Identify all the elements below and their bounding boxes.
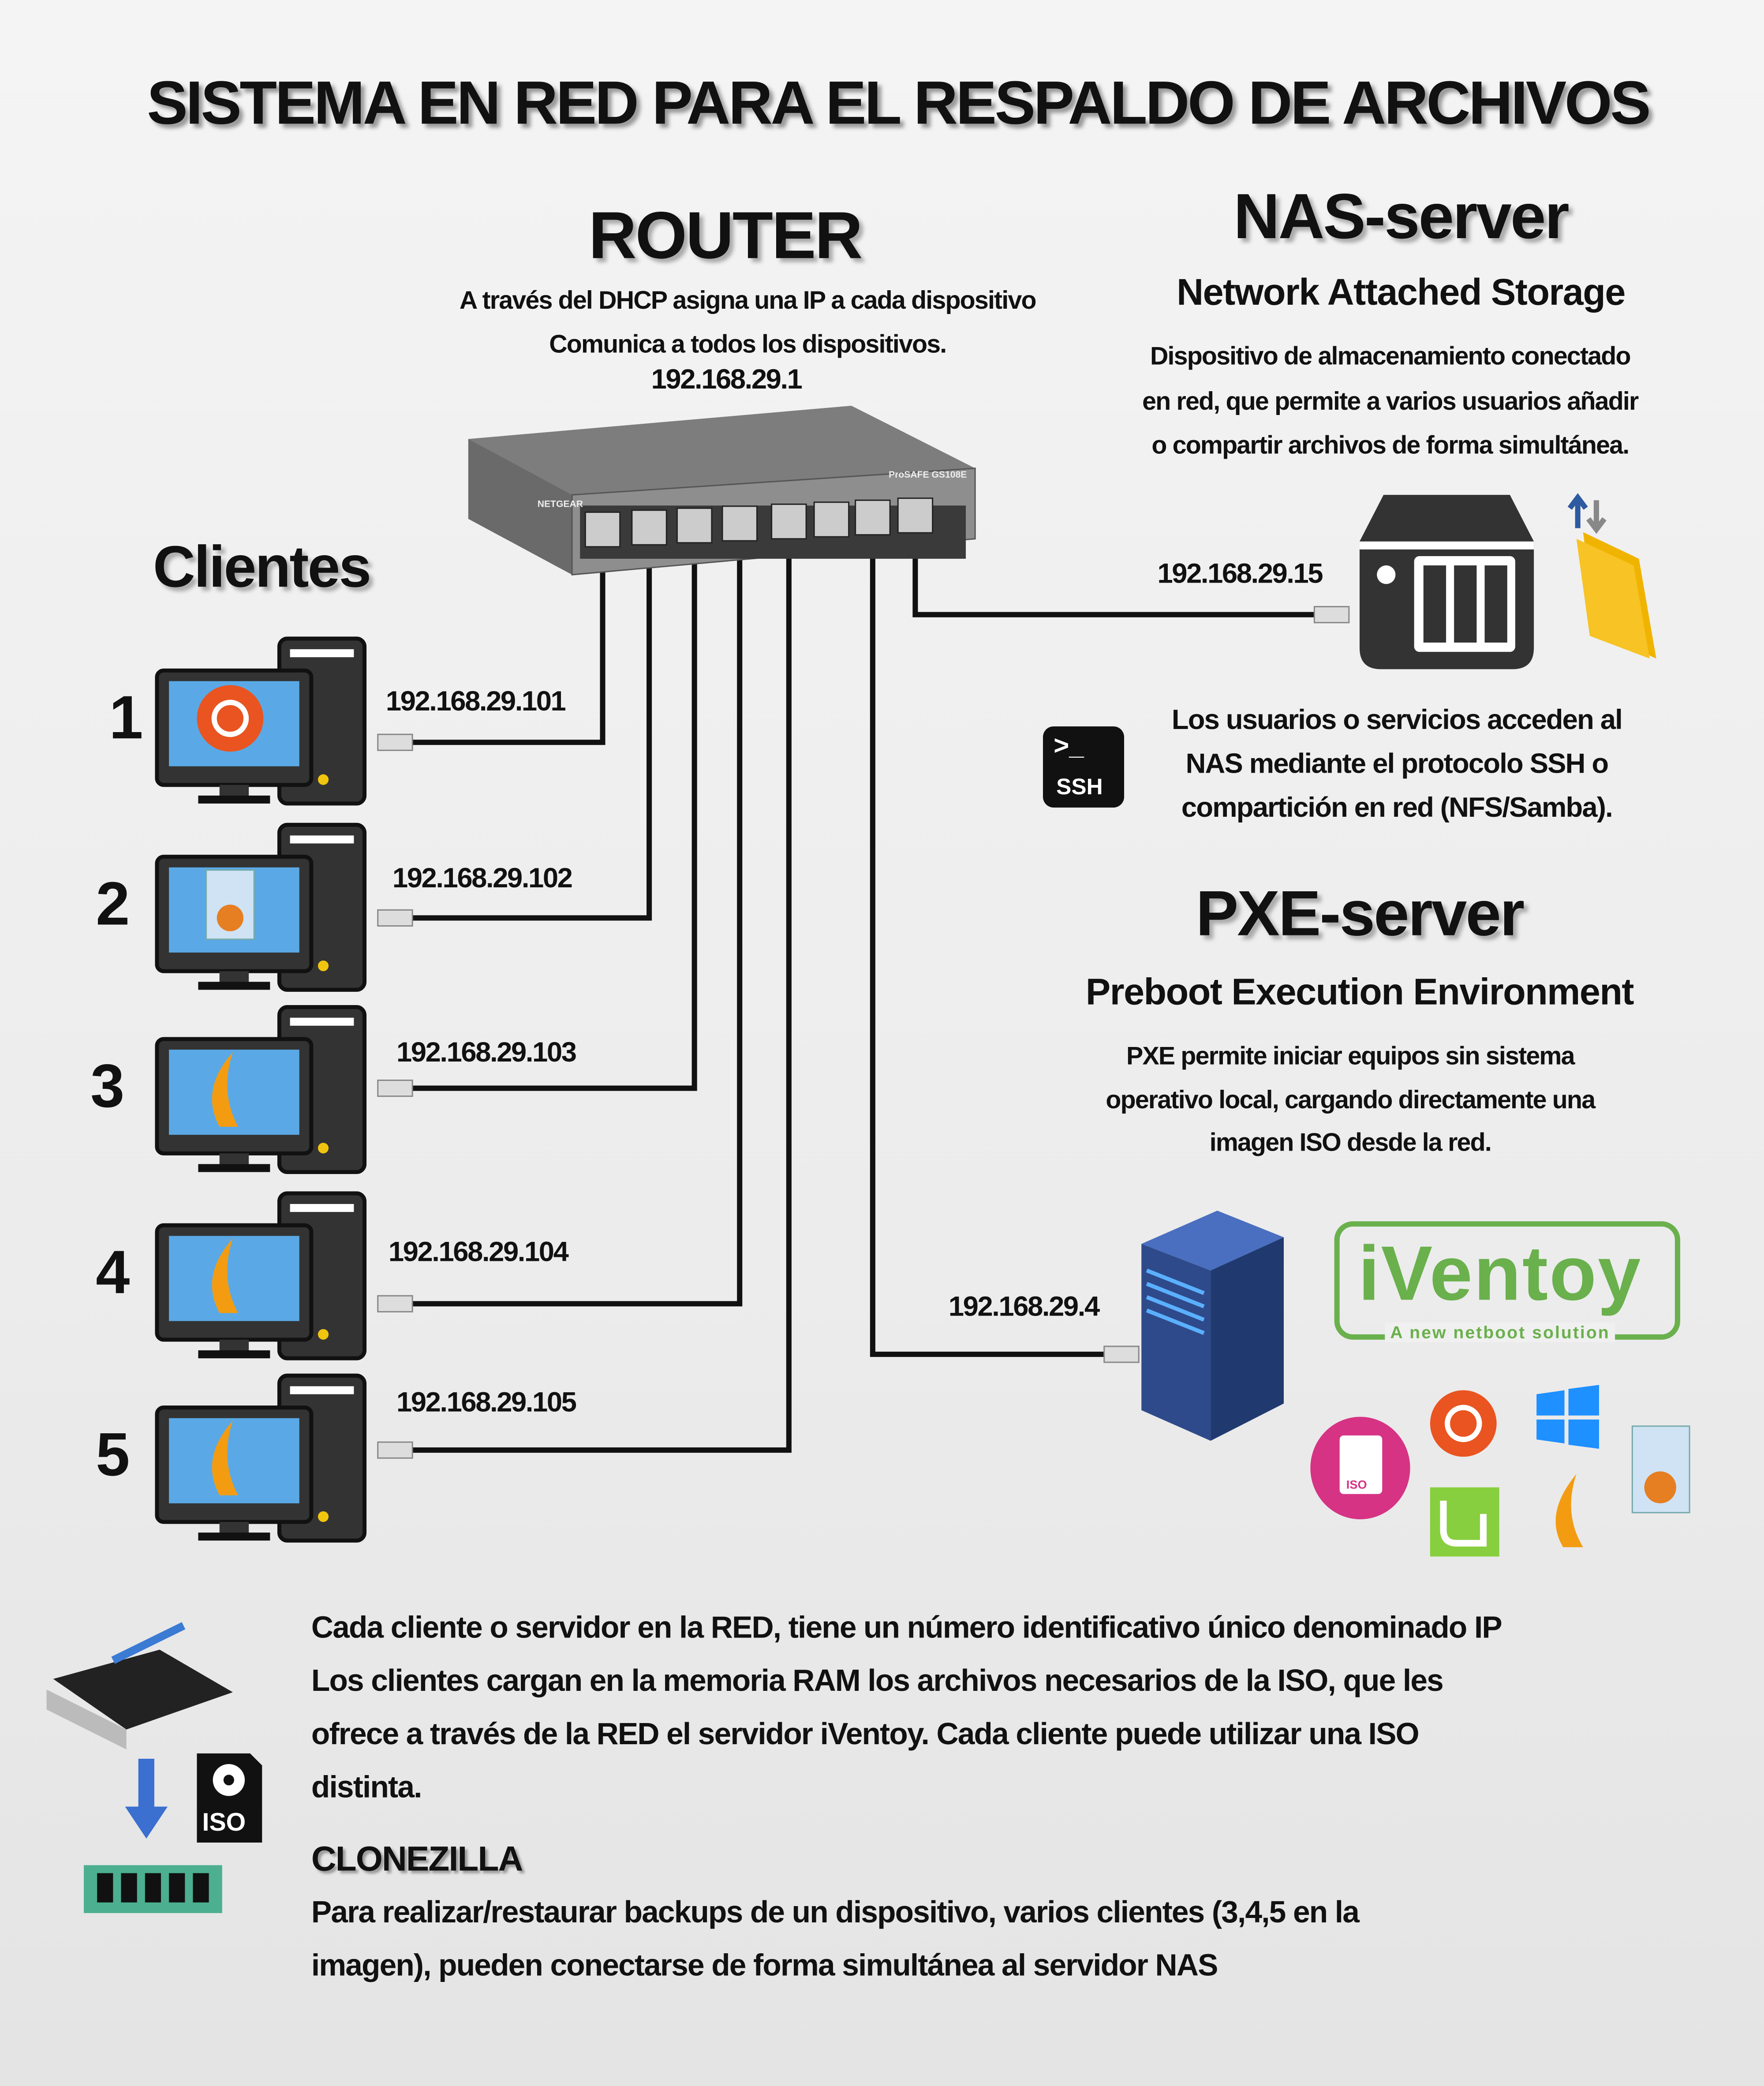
iventoy-tagline: A new netboot solution xyxy=(1385,1322,1615,1342)
iventoy-logo: iVentoy A new netboot solution xyxy=(1334,1221,1680,1342)
rj45-connector xyxy=(1313,606,1350,624)
iso-disc-label: ISO xyxy=(202,1809,246,1837)
iso-disc-icon xyxy=(197,1753,262,1843)
switch-model-label: ProSAFE GS108E xyxy=(889,471,967,480)
rj45-connector xyxy=(377,1295,413,1312)
windows-icon xyxy=(1536,1385,1599,1449)
pxe-desc-3: imagen ISO desde la red. xyxy=(1209,1129,1492,1158)
cable-client-3 xyxy=(410,558,697,1091)
nas-desc-1: Dispositivo de almacenamiento conectado xyxy=(1150,343,1631,371)
ram-icon xyxy=(84,1865,222,1913)
rj45-connector xyxy=(1103,1346,1140,1363)
cable-client-5 xyxy=(410,558,792,1453)
iventoy-logo-text: iVentoy xyxy=(1358,1230,1642,1317)
ssh-icon: >_ SSH xyxy=(1043,726,1125,808)
ssh-desc-2: NAS mediante el protocolo SSH o xyxy=(1185,749,1609,780)
clonezilla-line-2: imagen), pueden conectarse de forma simu… xyxy=(311,1948,1218,1982)
clonezilla-line-1: Para realizar/restaurar backups de un di… xyxy=(311,1894,1360,1929)
client-number: 1 xyxy=(109,682,143,752)
linux-mint-icon xyxy=(1430,1487,1499,1557)
clients-title: Clientes xyxy=(153,535,371,600)
footer-line-2: Los clientes cargan en la memoria RAM lo… xyxy=(311,1663,1444,1698)
desktop-computer-icon xyxy=(155,1005,367,1174)
clonezilla-icon xyxy=(1555,1474,1583,1548)
router-ip: 192.168.29.1 xyxy=(651,364,803,395)
client-number: 5 xyxy=(96,1419,130,1489)
router-title: ROUTER xyxy=(588,198,863,273)
desktop-computer-icon xyxy=(155,636,367,806)
pxe-ip: 192.168.29.4 xyxy=(948,1292,1100,1323)
clonezilla-icon xyxy=(212,1238,238,1313)
cable-client-4 xyxy=(410,558,743,1307)
router-desc-2: Comunica a todos los dispositivos. xyxy=(549,331,947,359)
client-ip: 192.168.29.104 xyxy=(388,1237,569,1268)
desktop-computer-icon xyxy=(155,822,367,992)
ssh-desc-3: compartición en red (NFS/Samba). xyxy=(1181,793,1613,824)
iso-icon: ISO xyxy=(1310,1417,1410,1519)
arrow-down-icon xyxy=(125,1758,168,1839)
nas-subtitle: Network Attached Storage xyxy=(1177,271,1626,313)
rj45-connector xyxy=(377,1079,413,1097)
clonezilla-icon xyxy=(212,1421,238,1495)
rj45-connector xyxy=(377,733,413,751)
client-ip: 192.168.29.101 xyxy=(385,686,566,717)
cable-client-1 xyxy=(410,558,605,745)
client-number: 2 xyxy=(96,868,130,938)
pxe-title: PXE-server xyxy=(1196,879,1525,950)
pxe-desc-2: operativo local, cargando directamente u… xyxy=(1106,1087,1596,1115)
nas-ip: 192.168.29.15 xyxy=(1157,558,1323,590)
footer-line-1: Cada cliente o servidor en la RED, tiene… xyxy=(311,1610,1502,1645)
rj45-connector xyxy=(377,1441,413,1459)
client-ip: 192.168.29.102 xyxy=(392,863,573,894)
cable-pxe xyxy=(870,552,1111,1357)
desktop-computer-icon xyxy=(155,1373,367,1543)
iso-label: ISO xyxy=(1346,1478,1367,1492)
pxe-desc-1: PXE permite iniciar equipos sin sistema xyxy=(1126,1043,1575,1071)
ssh-label: SSH xyxy=(1056,774,1103,800)
client-number: 4 xyxy=(96,1237,130,1307)
rj45-connector xyxy=(377,909,413,927)
ssh-prompt: >_ xyxy=(1054,732,1084,761)
desktop-computer-icon xyxy=(155,1191,367,1361)
clonezilla-heading: CLONEZILLA xyxy=(311,1838,523,1879)
client-ip: 192.168.29.103 xyxy=(396,1037,577,1069)
nas-title: NAS-server xyxy=(1233,182,1570,253)
nas-desc-2: en red, que permite a varios usuarios añ… xyxy=(1142,388,1639,417)
router-desc-1: A través del DHCP asigna una IP a cada d… xyxy=(459,287,1037,315)
footer-line-3: ofrece a través de la RED el servidor iV… xyxy=(311,1716,1420,1751)
client-number: 3 xyxy=(90,1051,125,1120)
network-card-icon xyxy=(46,1622,233,1750)
pxe-subtitle: Preboot Execution Environment xyxy=(1085,971,1634,1013)
ssh-desc-1: Los usuarios o servicios acceden al xyxy=(1171,705,1623,736)
client-ip: 192.168.29.105 xyxy=(396,1387,577,1418)
footer-line-4: distinta. xyxy=(311,1769,422,1804)
ubuntu-icon xyxy=(197,685,264,752)
clonezilla-icon xyxy=(212,1052,238,1127)
page-title: SISTEMA EN RED PARA EL RESPALDO DE ARCHI… xyxy=(147,67,1651,137)
boot-cd-icon xyxy=(1631,1425,1690,1514)
ubuntu-icon xyxy=(1430,1390,1497,1457)
switch-brand-label: NETGEAR xyxy=(537,500,583,510)
cable-client-2 xyxy=(410,558,652,921)
nas-desc-3: o compartir archivos de forma simultánea… xyxy=(1151,432,1629,460)
